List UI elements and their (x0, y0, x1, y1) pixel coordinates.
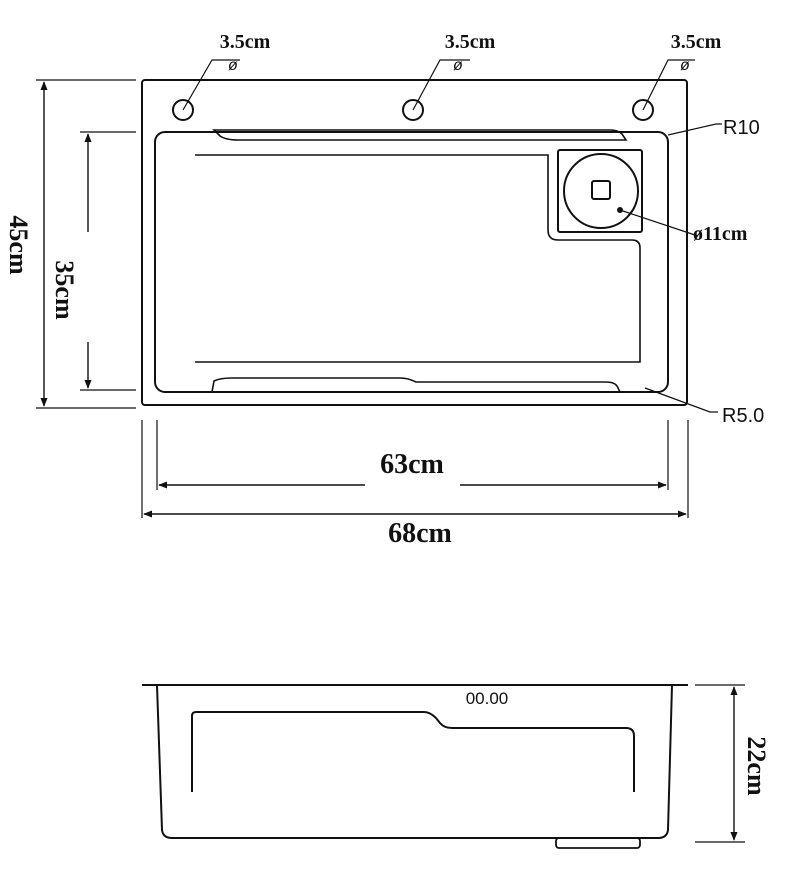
drain-leader (619, 209, 699, 237)
hole-label-left: 3.5cm (220, 31, 271, 53)
top-ledge (212, 129, 628, 141)
hole-leader-right (642, 59, 695, 111)
side-view: 00.00 22cm (142, 684, 778, 849)
side-inner-recess (191, 711, 635, 792)
radius-outer-label: R10 (723, 117, 760, 139)
tap-hole-left (172, 99, 194, 121)
bottom-ledge (211, 377, 622, 393)
hole-leader-left (182, 59, 240, 111)
diameter-symbol-right: ø (680, 57, 690, 74)
diameter-symbol-center: ø (453, 57, 463, 74)
inner-width-label: 63cm (380, 449, 444, 480)
radius-inner-label: R5.0 (722, 405, 764, 427)
drain-diameter-label: ø11cm (693, 223, 748, 245)
display-readout: 00.00 (466, 689, 509, 708)
outer-height-label: 45cm (4, 215, 33, 275)
r10-leader (667, 123, 722, 136)
basin-inner-contour (195, 154, 641, 363)
hole-leader-center (412, 59, 470, 111)
hole-label-right: 3.5cm (671, 31, 722, 53)
tap-hole-center (402, 99, 424, 121)
outer-width-label: 68cm (388, 518, 452, 549)
side-outer-body (156, 684, 673, 839)
inner-height-label: 35cm (50, 260, 79, 320)
r5-leader (644, 387, 718, 413)
drain-housing (557, 149, 643, 233)
tap-hole-right (632, 99, 654, 121)
drain-strainer (563, 153, 639, 229)
diameter-symbol-left: ø (228, 57, 238, 74)
side-drain-outlet (555, 837, 641, 849)
drain-center-square (591, 180, 611, 200)
sink-inner-basin (154, 131, 669, 393)
top-view: 3.5cm 3.5cm 3.5cm ø ø ø R10 R5.0 ø11cm 4… (4, 31, 764, 549)
sink-outer-rim (141, 79, 688, 406)
hole-label-center: 3.5cm (445, 31, 496, 53)
depth-label: 22cm (742, 736, 771, 796)
